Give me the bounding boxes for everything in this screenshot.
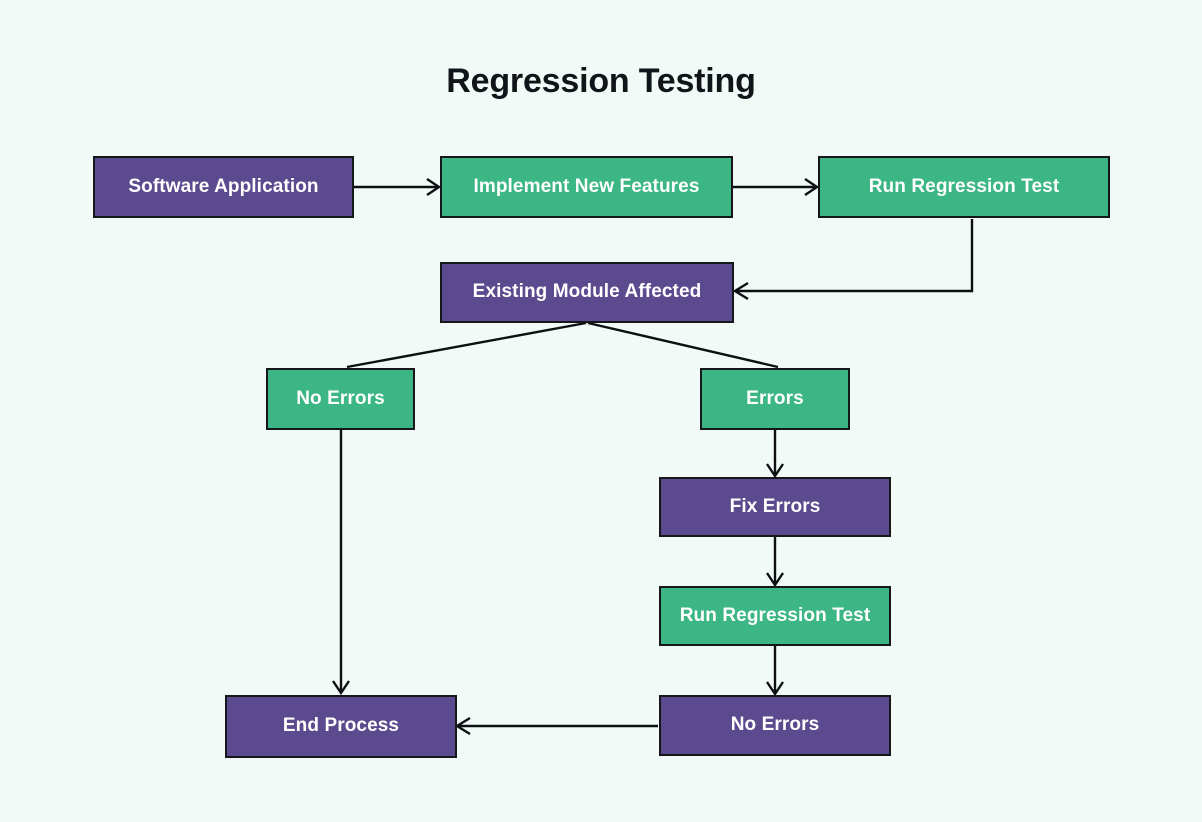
edge-existing-module-to-no-errors bbox=[346, 321, 587, 369]
node-implement-new-features[interactable]: Implement New Features bbox=[440, 156, 733, 218]
page-title: Regression Testing bbox=[446, 62, 756, 100]
node-label: Run Regression Test bbox=[868, 175, 1060, 197]
edge-run-test-to-no-errors bbox=[766, 646, 784, 697]
node-fix-errors[interactable]: Fix Errors bbox=[659, 477, 891, 537]
node-label: Fix Errors bbox=[729, 495, 821, 517]
edge-existing-module-to-errors bbox=[587, 321, 779, 369]
edge-software-to-implement bbox=[354, 178, 442, 196]
node-label: No Errors bbox=[296, 387, 385, 409]
edge-fix-errors-to-run-test bbox=[766, 537, 784, 588]
node-run-regression-test-bottom[interactable]: Run Regression Test bbox=[659, 586, 891, 646]
node-label: Run Regression Test bbox=[679, 604, 871, 626]
edge-no-errors-to-end-process bbox=[454, 716, 658, 736]
node-existing-module-affected[interactable]: Existing Module Affected bbox=[440, 262, 734, 323]
edge-errors-to-fix-errors bbox=[766, 430, 784, 479]
node-label: Software Application bbox=[128, 175, 319, 197]
node-label: Errors bbox=[746, 387, 804, 409]
edge-implement-to-run-test bbox=[733, 178, 820, 196]
edge-no-errors-left-to-end-process bbox=[332, 430, 350, 696]
node-label: Existing Module Affected bbox=[472, 281, 702, 303]
node-errors[interactable]: Errors bbox=[700, 368, 850, 430]
node-software-application[interactable]: Software Application bbox=[93, 156, 354, 218]
node-label: No Errors bbox=[730, 714, 820, 736]
node-label: End Process bbox=[282, 715, 400, 737]
edge-run-test-to-existing-module bbox=[732, 219, 974, 301]
node-label: Implement New Features bbox=[473, 175, 700, 197]
node-no-errors-bottom[interactable]: No Errors bbox=[659, 695, 891, 756]
node-end-process[interactable]: End Process bbox=[225, 695, 457, 758]
node-no-errors-left[interactable]: No Errors bbox=[266, 368, 415, 430]
node-run-regression-test-top[interactable]: Run Regression Test bbox=[818, 156, 1110, 218]
